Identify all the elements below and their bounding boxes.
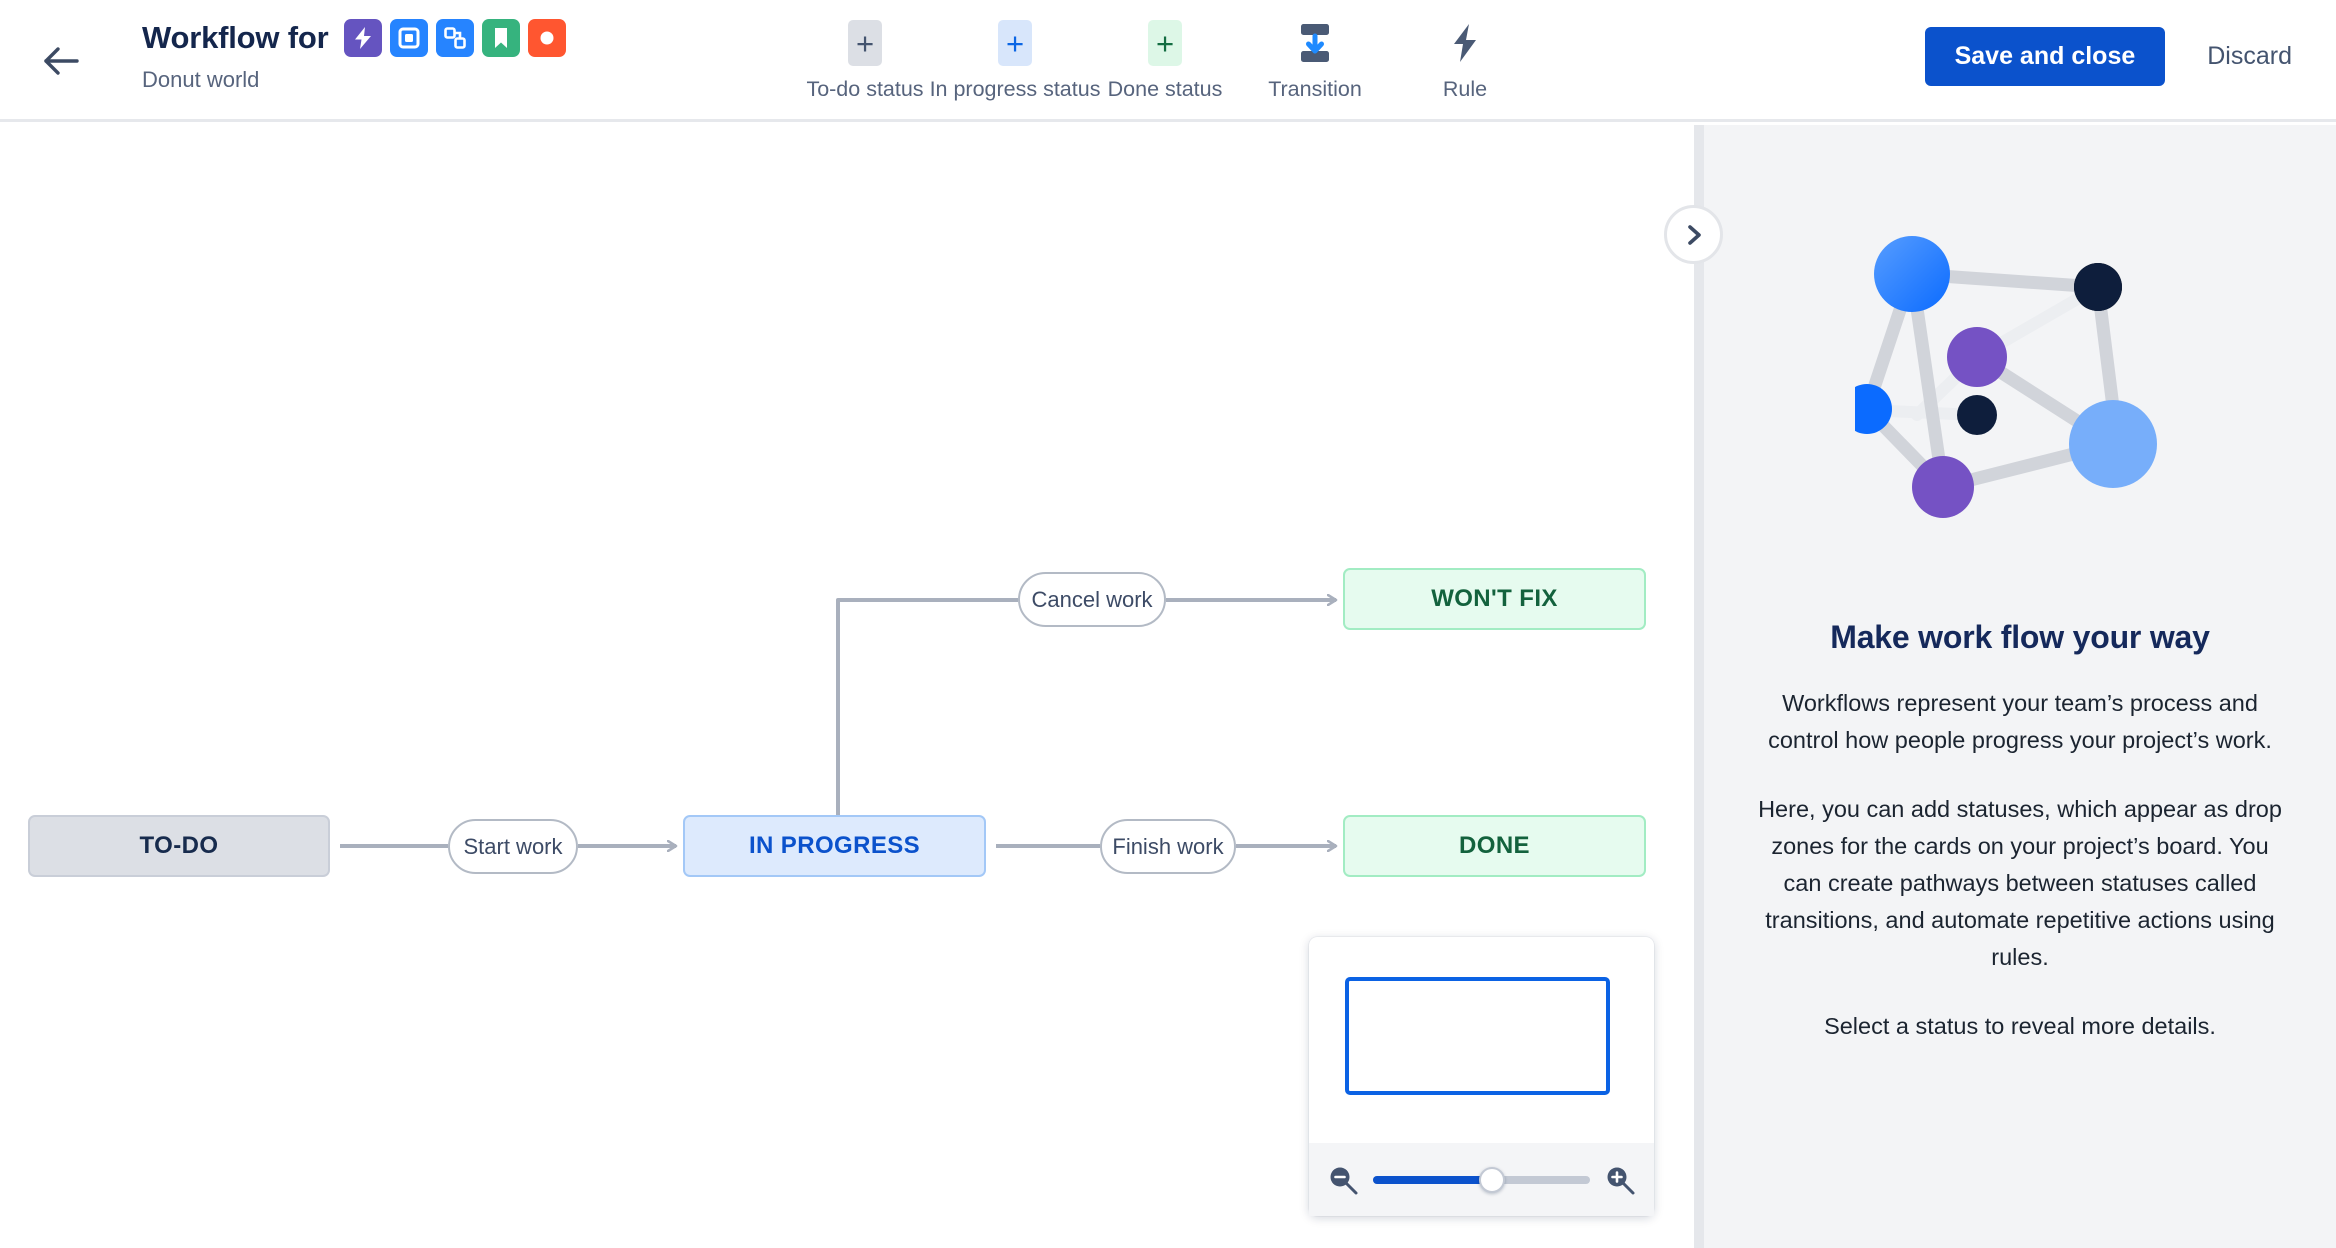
status-node-wont-fix[interactable]: WON'T FIX	[1343, 568, 1646, 630]
software-square-badge[interactable]	[390, 19, 429, 57]
rule-bolt-icon	[1442, 20, 1488, 66]
add-rule-label: Rule	[1442, 77, 1488, 101]
node-blue-small	[1855, 384, 1892, 434]
zoom-in-button[interactable]	[1604, 1164, 1636, 1196]
zoom-control-bar	[1309, 1143, 1654, 1216]
node-purple-1	[1947, 327, 2007, 387]
square-outline-icon	[398, 27, 420, 49]
workflow-connectors	[340, 125, 1694, 1248]
chevron-right-icon	[1687, 224, 1701, 245]
zoom-in-icon	[1607, 1167, 1635, 1194]
add-todo-status-label: To-do status	[806, 77, 924, 101]
bolt-icon	[355, 27, 372, 49]
add-rule-button[interactable]: Rule	[1390, 12, 1540, 102]
status-toolbar: + To-do status + In progress status + Do…	[790, 12, 1540, 102]
title-row: Workflow for	[142, 18, 567, 58]
bookmark-icon	[495, 28, 508, 48]
collapse-panel-button[interactable]	[1664, 205, 1723, 264]
transition-cancel-work[interactable]: Cancel work	[1018, 572, 1166, 627]
arrow-left-icon	[44, 47, 79, 75]
panel-paragraph-1: Workflows represent your team’s process …	[1768, 690, 2272, 753]
plus-icon: +	[1148, 20, 1182, 66]
zoom-slider-knob[interactable]	[1479, 1166, 1506, 1193]
edge-prog-cancel	[836, 598, 1018, 815]
add-in-progress-status-button[interactable]: + In progress status	[930, 12, 1100, 102]
minimap-viewport[interactable]	[1345, 977, 1610, 1095]
zoom-out-icon	[1330, 1167, 1358, 1194]
info-side-panel: Make work flow your way Workflows repres…	[1704, 125, 2336, 1248]
page-subtitle: Donut world	[142, 67, 260, 92]
add-transition-button[interactable]: Transition	[1240, 12, 1390, 102]
panel-paragraph-3: Select a status to reveal more details.	[1824, 1013, 2216, 1039]
network-graph-illustration	[1855, 236, 2157, 518]
panel-paragraph-2: Here, you can add statuses, which appear…	[1758, 796, 2282, 970]
panel-title: Make work flow your way	[1830, 619, 2210, 655]
product-badges	[344, 19, 567, 57]
discard-button[interactable]: Discard	[2199, 27, 2300, 86]
zoom-slider-fill	[1373, 1175, 1493, 1184]
add-transition-label: Transition	[1268, 77, 1362, 101]
status-node-todo[interactable]: TO-DO	[28, 815, 330, 877]
status-node-in-progress[interactable]: IN PROGRESS	[683, 815, 986, 877]
transition-start-work[interactable]: Start work	[448, 819, 578, 874]
zoom-out-button[interactable]	[1327, 1164, 1359, 1196]
node-lightblue-large	[2069, 400, 2157, 488]
rule-bolt-icon-glyph	[1454, 24, 1476, 62]
plus-icon: +	[848, 20, 882, 66]
circle-icon	[540, 31, 554, 45]
automation-bolt-badge[interactable]	[344, 19, 383, 57]
app-header: Workflow for	[0, 0, 2336, 122]
bookmark-badge[interactable]	[482, 19, 521, 57]
title-block: Workflow for	[142, 18, 567, 94]
back-button[interactable]	[32, 32, 90, 90]
transition-finish-work[interactable]: Finish work	[1100, 819, 1236, 874]
node-large-blue	[1874, 236, 1950, 312]
add-done-status-label: Done status	[1107, 77, 1223, 101]
page-title: Workflow for	[142, 20, 329, 55]
node-purple-2	[1912, 456, 1974, 518]
node-dark-2	[1957, 395, 1997, 435]
transition-icon-glyph	[1301, 24, 1329, 62]
zoom-slider[interactable]	[1373, 1166, 1590, 1193]
status-node-done[interactable]: DONE	[1343, 815, 1646, 877]
add-in-progress-status-label: In progress status	[929, 77, 1101, 101]
workflow-network-illustration	[1748, 229, 2292, 559]
save-and-close-button[interactable]: Save and close	[1924, 27, 2166, 86]
transition-icon	[1292, 20, 1338, 66]
subtask-icon	[444, 27, 467, 49]
add-done-status-button[interactable]: + Done status	[1090, 12, 1240, 102]
add-todo-status-button[interactable]: + To-do status	[790, 12, 940, 102]
header-actions: Save and close Discard	[1924, 27, 2300, 86]
plus-icon: +	[998, 20, 1032, 66]
discovery-circle-badge[interactable]	[528, 19, 567, 57]
panel-divider	[1694, 125, 1704, 1248]
subtask-badge[interactable]	[436, 19, 475, 57]
